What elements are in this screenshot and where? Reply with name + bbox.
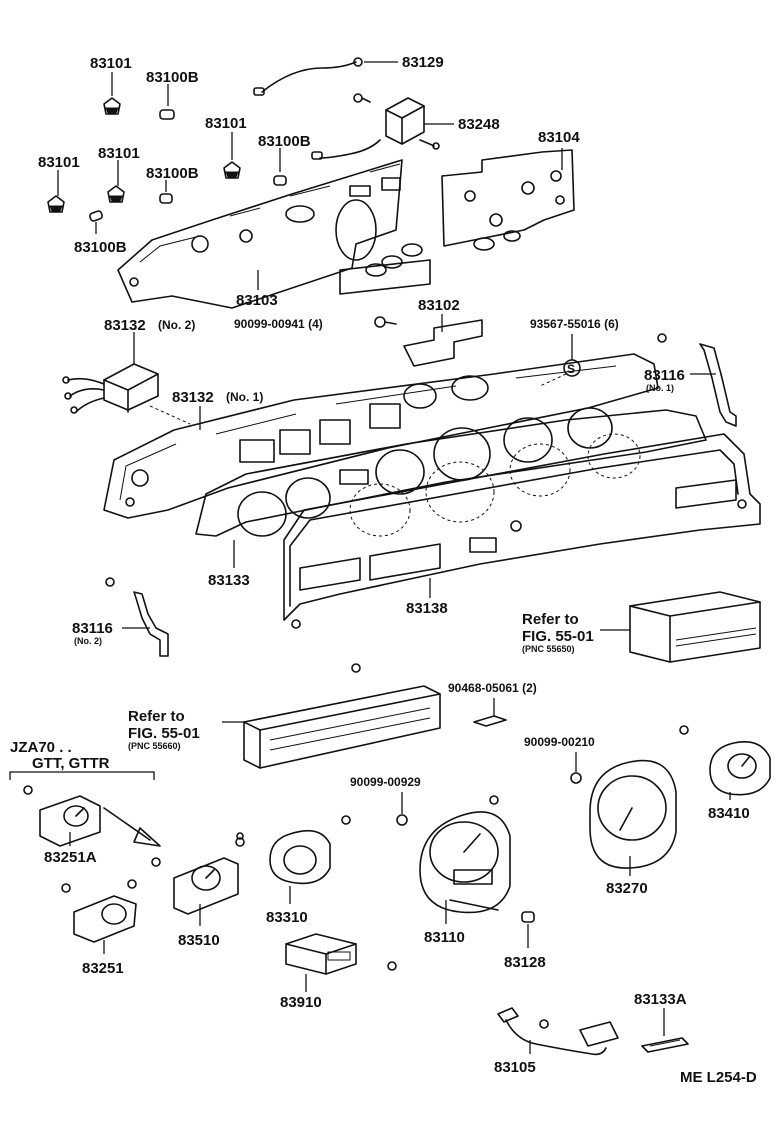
label-83100b-b: 83100B (258, 133, 311, 150)
label-83410: 83410 (708, 805, 750, 822)
label-83116-no1: 83116 (644, 367, 685, 384)
gauge-83310 (236, 815, 351, 904)
arrow-icon (103, 807, 161, 847)
label-83248: 83248 (458, 116, 500, 133)
label-83101-b: 83101 (205, 115, 247, 132)
finish-panel-83138 (283, 433, 761, 629)
screw-90099-00210-icon (570, 752, 582, 784)
label-83132-no2-sub: (No. 2) (158, 318, 195, 332)
bracket-83102 (403, 314, 483, 367)
screw-90099-00941-icon (374, 316, 397, 328)
label-93567-55016: 93567-55016 (6) (530, 317, 619, 331)
label-90099-00941: 90099-00941 (4) (234, 317, 323, 331)
wire-harness-83132-no2 (62, 332, 191, 425)
label-90099-00210: 90099-00210 (524, 735, 595, 749)
tachometer-83270 (589, 759, 677, 876)
s-mark-circle (539, 334, 581, 387)
label-83128: 83128 (504, 954, 546, 971)
bulb-83100b-c (159, 180, 173, 204)
bulb-83128 (521, 911, 535, 948)
printed-circuit-83104 (441, 148, 575, 251)
variant-note-line2: GTT, GTTR (32, 755, 110, 772)
variant-note-line1: JZA70 . . (10, 739, 72, 756)
climate-control-unit-a (600, 591, 761, 663)
label-83310: 83310 (266, 909, 308, 926)
ref1-line1: Refer to (522, 611, 579, 628)
ref2-line3: (PNC 55660) (128, 741, 181, 751)
s-mark-label: S (567, 362, 575, 376)
label-90468-05061: 90468-05061 (2) (448, 681, 537, 695)
bracket-83116-no1 (657, 333, 737, 427)
label-83116-no1-sub: (No. 1) (646, 383, 674, 393)
face-plate-83133 (195, 407, 707, 568)
label-83105: 83105 (494, 1059, 536, 1076)
rear-case-housing (103, 353, 659, 519)
module-83248 (311, 97, 454, 160)
label-83132-no1-sub: (No. 1) (226, 390, 263, 404)
cable-83105 (497, 1007, 619, 1056)
bulb-socket-83101-d (107, 160, 125, 203)
screw-icon (353, 93, 371, 103)
label-90099-00929: 90099-00929 (350, 775, 421, 789)
cable-83129 (253, 57, 398, 96)
label-83251a: 83251A (44, 849, 97, 866)
label-83116-no2-sub: (No. 2) (74, 636, 102, 646)
footer-code: ME L254-D (680, 1069, 757, 1086)
ref1-line3: (PNC 55650) (522, 644, 575, 654)
bulb-socket-83101-a (103, 72, 121, 115)
label-83132-no1: 83132 (172, 389, 214, 406)
gauge-83251 (61, 879, 137, 954)
printed-circuit-83103 (117, 159, 431, 309)
label-83270: 83270 (606, 880, 648, 897)
label-83100b-d: 83100B (74, 239, 127, 256)
label-83101-d: 83101 (98, 145, 140, 162)
climate-control-unit-b (222, 663, 441, 769)
bulb-83100b-d (89, 210, 103, 234)
label-83132-no2: 83132 (104, 317, 146, 334)
label-83116-no2: 83116 (72, 620, 113, 637)
lens-83133a (641, 1008, 689, 1053)
label-83910: 83910 (280, 994, 322, 1011)
ref1-line2: FIG. 55-01 (522, 628, 594, 645)
label-83100b-a: 83100B (146, 69, 199, 86)
label-83129: 83129 (402, 54, 444, 71)
speedometer-83110 (419, 795, 511, 924)
variant-bracket (9, 771, 155, 780)
label-83101-c: 83101 (38, 154, 80, 171)
bracket-83116-no2 (105, 577, 169, 657)
bulb-socket-83101-c (47, 170, 65, 213)
gauge-83410 (679, 725, 771, 800)
label-83133: 83133 (208, 572, 250, 589)
clip-90468-05061 (473, 698, 507, 727)
gauge-83251a (23, 785, 101, 847)
label-83110: 83110 (424, 929, 465, 946)
label-83102: 83102 (418, 297, 460, 314)
bulb-socket-83101-b (223, 132, 241, 179)
label-83103: 83103 (236, 292, 278, 309)
label-83104: 83104 (538, 129, 580, 146)
label-83510: 83510 (178, 932, 220, 949)
ref2-line1: Refer to (128, 708, 185, 725)
module-83910 (285, 933, 397, 992)
label-83101-a: 83101 (90, 55, 132, 72)
bulb-83100b-b (273, 148, 287, 186)
label-83133a: 83133A (634, 991, 687, 1008)
label-83251: 83251 (82, 960, 124, 977)
gauge-83510 (151, 837, 245, 926)
bulb-83100b-a (159, 84, 175, 120)
label-83138: 83138 (406, 600, 448, 617)
ref2-line2: FIG. 55-01 (128, 725, 200, 742)
screw-90099-00929-icon (396, 792, 408, 826)
label-83100b-c: 83100B (146, 165, 199, 182)
